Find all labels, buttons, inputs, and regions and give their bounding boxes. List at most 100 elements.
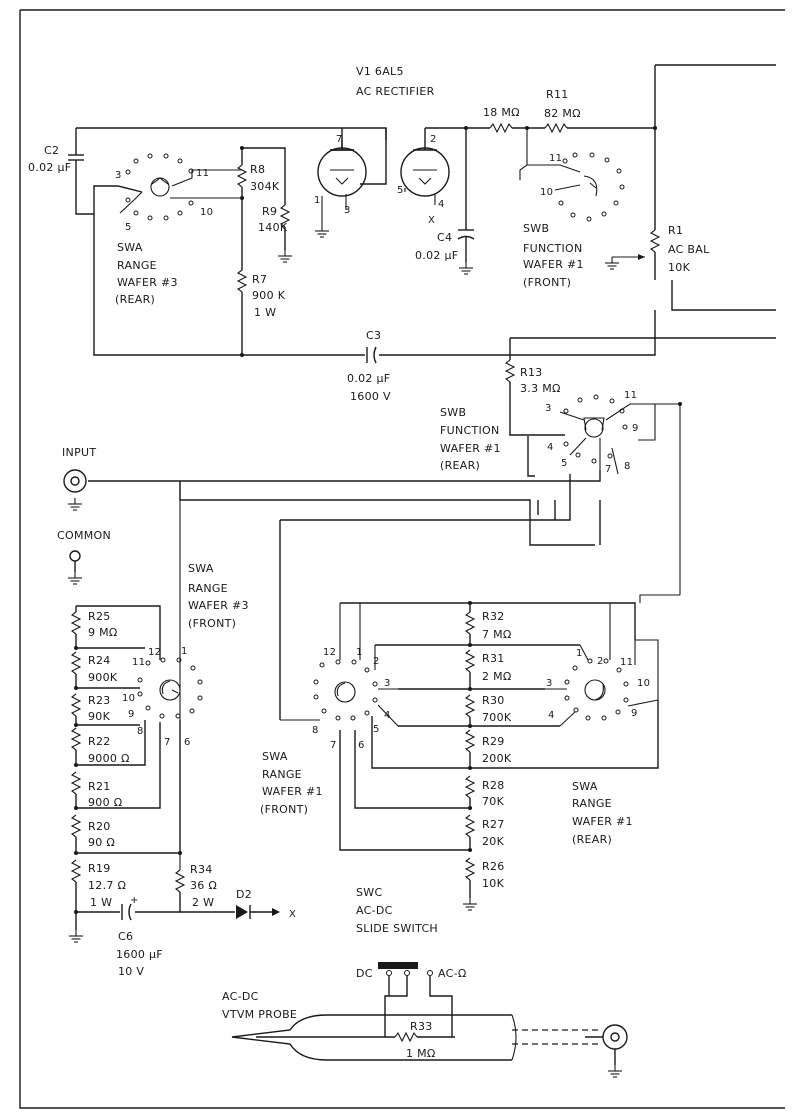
- c3-ref: C3: [366, 329, 381, 342]
- d2-ref: D2: [236, 888, 252, 901]
- r21-value: 900 Ω: [88, 796, 122, 809]
- r20-value: 90 Ω: [88, 836, 115, 849]
- r19-value: 12.7 Ω: [88, 879, 126, 892]
- r30-value: 700K: [482, 711, 512, 724]
- swa3f-ref: SWA: [188, 562, 214, 575]
- swa1f-ref: SWA: [262, 750, 288, 763]
- r25-value: 9 MΩ: [88, 626, 118, 639]
- svg-text:+: +: [130, 895, 139, 906]
- r7-ref: R7: [252, 273, 267, 286]
- top-section: 3 11 5 10 R8 304K R9 140K R7 900 K 1 W C…: [28, 64, 776, 403]
- swa1r-pin-2: 2: [597, 656, 604, 667]
- swbr-ref: SWB: [440, 406, 466, 419]
- swbr-name: FUNCTION: [440, 424, 500, 437]
- v1-pin-4: 4: [438, 199, 445, 210]
- r24-value: 900K: [88, 671, 118, 684]
- swa1f-name: RANGE: [262, 768, 302, 781]
- swa3r-side: (REAR): [115, 293, 155, 306]
- r19-ref: R19: [88, 862, 111, 875]
- swa1f-pin-7: 7: [330, 740, 337, 751]
- v1-desc: AC RECTIFIER: [356, 85, 435, 98]
- c2-value: 0.02 µF: [28, 161, 71, 174]
- swc-slide-switch[interactable]: SWC AC-DC SLIDE SWITCH DC AC-Ω: [356, 886, 467, 1015]
- r8-ref: R8: [250, 163, 265, 176]
- r26-ref: R26: [482, 860, 505, 873]
- d2-x: X: [289, 909, 296, 920]
- r23-ref: R23: [88, 694, 111, 707]
- swbf-pin-11: 11: [549, 153, 562, 164]
- c6-value: 1600 µF: [116, 948, 163, 961]
- swa1f-pin-3: 3: [384, 678, 391, 689]
- swc-ref: SWC: [356, 886, 382, 899]
- swa1f-pin-12: 12: [323, 647, 336, 658]
- r26-value: 10K: [482, 877, 505, 890]
- v1-pin-1: 1: [314, 195, 321, 206]
- swbr-pin-8: 8: [624, 461, 631, 472]
- swa3f-name: RANGE: [188, 582, 228, 595]
- swbr-wafer: WAFER #1: [440, 442, 501, 455]
- v1-pin-x: X: [428, 215, 435, 226]
- swa3f-pin-6: 6: [184, 737, 191, 748]
- r34-ref: R34: [190, 863, 213, 876]
- swa3r-ref: SWA: [117, 241, 143, 254]
- v1-pin-3: 3: [344, 205, 351, 216]
- swbr-pin-9: 9: [632, 423, 639, 434]
- swbr-pin-4: 4: [547, 442, 554, 453]
- swb-front-switch: 11 10: [519, 128, 625, 222]
- r1-desc: AC BAL: [668, 243, 710, 256]
- swa3f-side: (FRONT): [188, 617, 236, 630]
- c4-value: 0.02 µF: [415, 249, 458, 262]
- swa1r-pin-9: 9: [631, 708, 638, 719]
- c3-rating: 1600 V: [350, 390, 391, 403]
- r29-ref: R29: [482, 735, 505, 748]
- swc-dc: DC: [356, 967, 373, 980]
- swa1r-wafer: WAFER #1: [572, 815, 633, 828]
- swa3r-pin-10: 10: [200, 207, 213, 218]
- swa3r-pin-5: 5: [125, 222, 132, 233]
- swc-name: AC-DC: [356, 904, 393, 917]
- r25-ref: R25: [88, 610, 111, 623]
- swa3f-pin-12: 12: [148, 647, 161, 658]
- r27-ref: R27: [482, 818, 505, 831]
- common-connector[interactable]: COMMON: [57, 529, 111, 585]
- r32-value: 7 MΩ: [482, 628, 512, 641]
- c2-ref: C2: [44, 144, 59, 157]
- probe-line2: VTVM PROBE: [222, 1008, 297, 1021]
- r8-value: 304K: [250, 180, 280, 193]
- swa1r-side: (REAR): [572, 833, 612, 846]
- swbf-name: FUNCTION: [523, 242, 583, 255]
- c2-capacitor: [68, 154, 143, 215]
- r21-ref: R21: [88, 780, 111, 793]
- input-label: INPUT: [62, 446, 96, 459]
- v1-pin-7: 7: [336, 134, 343, 145]
- v1-ref: V1 6AL5: [356, 65, 404, 78]
- r27-value: 20K: [482, 835, 505, 848]
- swc-ac: AC-Ω: [438, 967, 467, 980]
- c6-capacitor: +: [121, 895, 139, 921]
- r1-ref: R1: [668, 224, 683, 237]
- page-frame: [19, 9, 785, 1109]
- swbr-side: (REAR): [440, 459, 480, 472]
- probe-line1: AC-DC: [222, 990, 259, 1003]
- swbr-pin-7: 7: [605, 464, 612, 475]
- r33-ref: R33: [410, 1020, 433, 1033]
- swa1f-side: (FRONT): [260, 803, 308, 816]
- swa3f-pin-10: 10: [122, 693, 135, 704]
- swa1r-pin-1: 1: [576, 648, 583, 659]
- swa3r-pin-3: 3: [115, 170, 122, 181]
- swbr-pin-11: 11: [624, 390, 637, 401]
- swa1f-wafer: WAFER #1: [262, 785, 323, 798]
- r9-ref: R9: [262, 205, 277, 218]
- r34-rating: 2 W: [192, 896, 214, 909]
- input-connector[interactable]: INPUT: [62, 446, 96, 493]
- c3-value: 0.02 µF: [347, 372, 390, 385]
- r10-value: 18 MΩ: [483, 106, 520, 119]
- swbf-wafer: WAFER #1: [523, 258, 584, 271]
- r31-ref: R31: [482, 652, 505, 665]
- swc-desc: SLIDE SWITCH: [356, 922, 438, 935]
- swa3f-pin-11: 11: [132, 657, 145, 668]
- swa3-rear-switch: 3 11 5 10: [115, 153, 242, 233]
- r31-value: 2 MΩ: [482, 670, 512, 683]
- r11-ref: R11: [546, 88, 569, 101]
